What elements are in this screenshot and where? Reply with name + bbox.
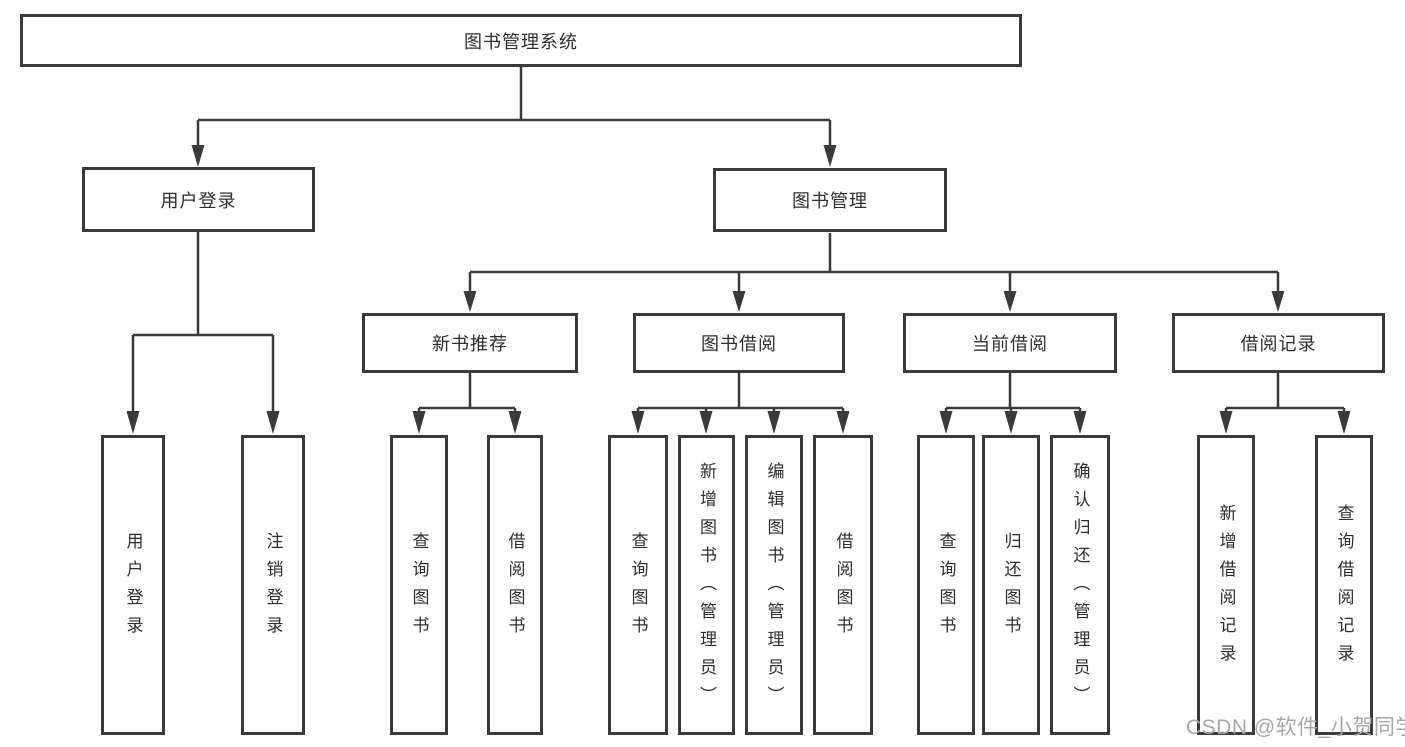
node-root: 图书管理系统	[20, 14, 1022, 67]
leaf-add-book-admin: 新增图书（管理员）	[678, 435, 735, 735]
node-borrowing-records: 借阅记录	[1172, 313, 1385, 373]
leaf-edit-book-admin: 编辑图书（管理员）	[745, 435, 803, 735]
node-current-borrowing: 当前借阅	[903, 313, 1117, 373]
node-new-book-recommend: 新书推荐	[362, 313, 578, 373]
leaf-query-books-current: 查询图书	[917, 435, 975, 735]
node-book-management: 图书管理	[713, 168, 947, 232]
leaf-confirm-return-admin: 确认归还（管理员）	[1050, 435, 1110, 735]
leaf-return-book: 归还图书	[982, 435, 1040, 735]
leaf-logout: 注销登录	[241, 435, 305, 735]
leaf-query-books-borrowing: 查询图书	[608, 435, 668, 735]
leaf-query-borrow-record: 查询借阅记录	[1315, 435, 1373, 735]
leaf-add-borrow-record: 新增借阅记录	[1197, 435, 1255, 735]
leaf-user-login: 用户登录	[101, 435, 165, 735]
node-user-login: 用户登录	[82, 167, 315, 232]
leaf-borrow-books-recommend: 借阅图书	[487, 435, 543, 735]
node-book-borrowing: 图书借阅	[633, 313, 845, 373]
leaf-query-books-recommend: 查询图书	[390, 435, 448, 735]
watermark: CSDN @软件_小贺同学	[1186, 716, 1405, 739]
leaf-borrow-books-borrowing: 借阅图书	[813, 435, 873, 735]
